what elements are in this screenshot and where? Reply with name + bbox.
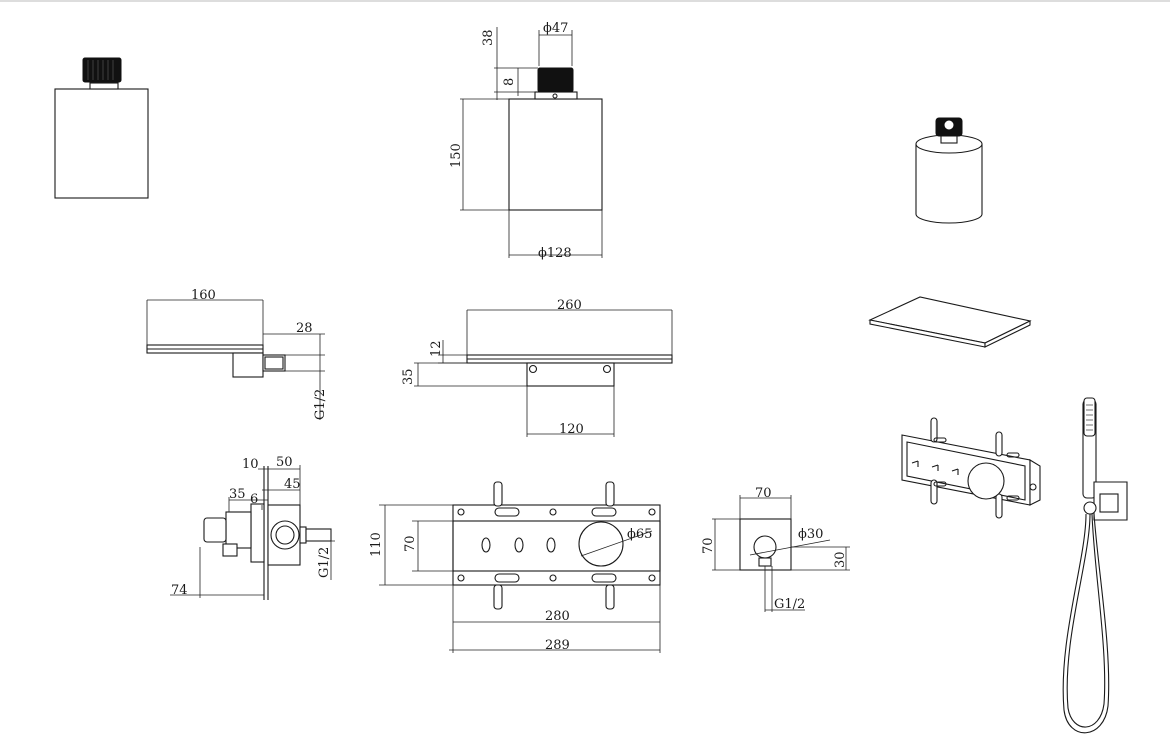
dim-outlet-width: 70: [755, 486, 772, 501]
water-outlet-front-view: 70 70 ϕ30 30 G1/2: [701, 486, 850, 612]
dim-box-110: 110: [369, 532, 384, 557]
dim-box-70: 70: [403, 535, 418, 552]
dim-spout-depth: 28: [296, 321, 313, 336]
dim-box-280: 280: [545, 609, 570, 624]
dim-outlet-thread: G1/2: [774, 597, 805, 612]
dim-outlet-diameter: ϕ30: [798, 527, 823, 542]
square-mixer-front-view: [54, 57, 149, 199]
mounting-box-iso-view: [901, 417, 1041, 519]
dim-knob-diameter: ϕ47: [543, 21, 568, 36]
dim-valve-45: 45: [284, 477, 301, 492]
dim-body-diameter: ϕ128: [538, 246, 572, 261]
dim-valve-10: 10: [242, 457, 259, 472]
cylinder-iso-view: [915, 117, 983, 224]
wide-spout-front-view: 260 12 35 120: [401, 298, 673, 437]
mixer-side-view: ϕ47 38 8 150 ϕ128: [449, 21, 603, 261]
spout-iso-view: [868, 296, 1032, 348]
dim-knob-height: 38: [481, 29, 496, 46]
dim-outlet-height: 70: [701, 537, 716, 554]
dim-box-knob-diameter: ϕ65: [627, 527, 652, 542]
dim-valve-74: 74: [171, 583, 188, 598]
dim-spout-wide-bracket: 120: [559, 422, 584, 437]
dim-spout-wide-length: 260: [557, 298, 582, 313]
spout-side-view: 160 28 G1/2: [146, 288, 328, 420]
dim-valve-6: 6: [250, 492, 258, 507]
dim-box-289: 289: [545, 638, 570, 653]
dim-outlet-offset: 30: [833, 551, 848, 568]
valve-side-view: 10 50 45 35 6 74 G1/2: [170, 455, 335, 600]
mounting-box-front-view: 110 70 ϕ65 280 289: [369, 481, 661, 653]
dim-spout-wide-offset: 35: [401, 368, 416, 385]
dim-valve-35: 35: [229, 487, 246, 502]
dim-valve-thread: G1/2: [317, 547, 332, 578]
hand-shower-iso-view: [1062, 397, 1128, 734]
dim-spout-wide-thickness: 12: [429, 340, 444, 357]
dim-body-height: 150: [449, 143, 464, 168]
dim-knob-gap: 8: [502, 78, 517, 86]
dim-spout-thread: G1/2: [313, 389, 328, 420]
dim-spout-length: 160: [191, 288, 216, 303]
dim-valve-50: 50: [276, 455, 293, 470]
